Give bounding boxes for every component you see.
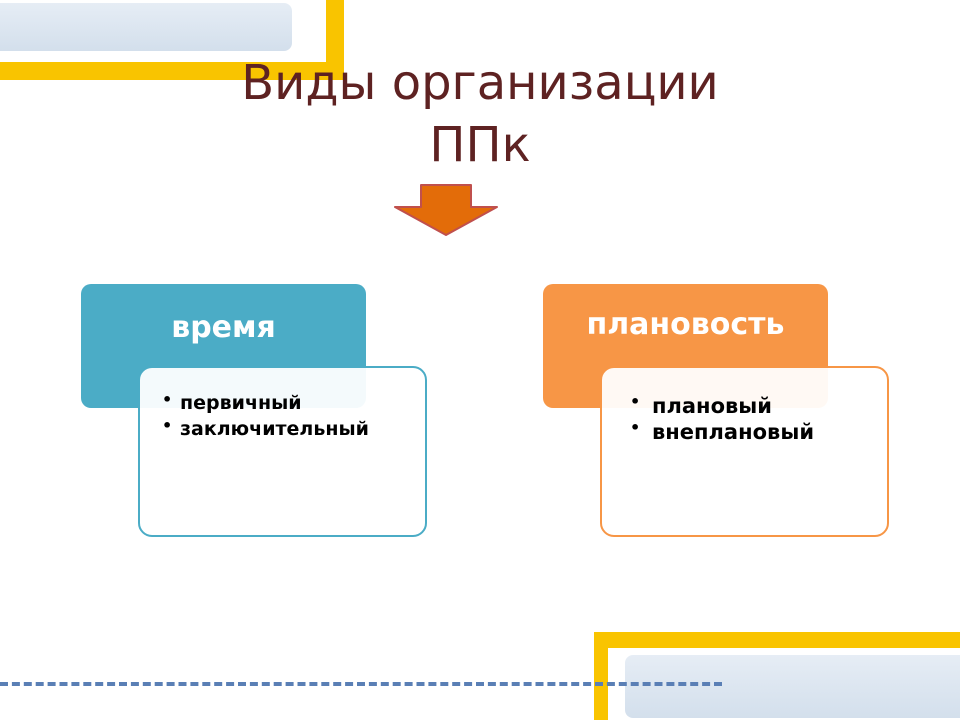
list-item-label: плановый [652, 394, 772, 418]
list-box-planning: • плановый • внеплановый [600, 366, 889, 537]
list-box-time: • первичный • заключительный [138, 366, 427, 537]
bullet-icon: • [630, 418, 641, 437]
slide-title-line-1: Виды организации [241, 55, 719, 111]
decorative-dashed-line [0, 682, 722, 686]
decorative-panel-bottom-right [625, 655, 960, 718]
down-arrow-icon [394, 184, 498, 236]
slide-title-line-2: ППк [429, 117, 531, 173]
decorative-panel-top-left [0, 3, 292, 51]
header-box-time-label: время [171, 310, 276, 345]
list-item-label: заключительный [180, 418, 369, 440]
list-item: • заключительный [158, 416, 425, 440]
bullet-icon: • [162, 390, 173, 409]
bullet-icon: • [630, 392, 641, 411]
list-planning: • плановый • внеплановый [626, 392, 887, 444]
bullet-icon: • [162, 416, 173, 435]
list-item: • плановый [626, 392, 887, 418]
list-item: • первичный [158, 390, 425, 414]
header-box-planning-label: плановость [586, 307, 785, 342]
list-time: • первичный • заключительный [158, 390, 425, 440]
slide-title: Виды организации ППк [160, 52, 800, 176]
list-item-label: первичный [180, 392, 302, 414]
list-item-label: внеплановый [652, 420, 815, 444]
list-item: • внеплановый [626, 418, 887, 444]
